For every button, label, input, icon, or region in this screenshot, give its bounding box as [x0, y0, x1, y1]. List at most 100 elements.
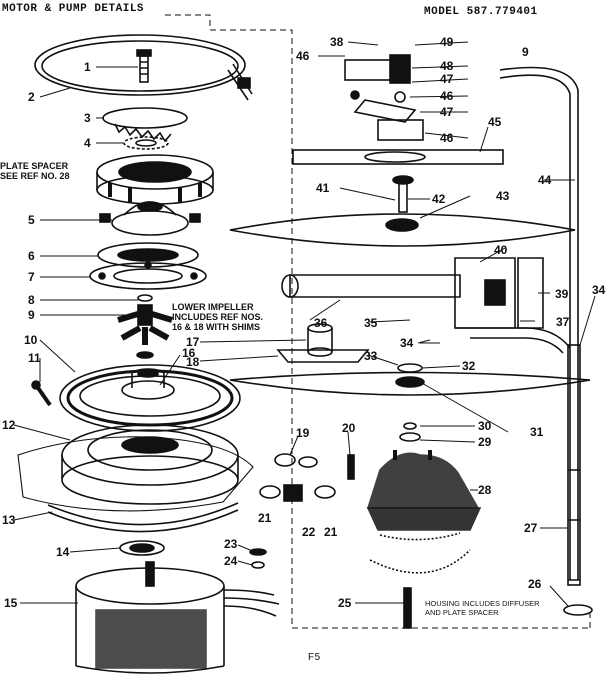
supply-tube-part-36: [281, 257, 571, 354]
gear-washer-part-4: [123, 136, 169, 150]
callout-31: 31: [530, 425, 544, 439]
plate-spacer-note-line: SEE REF NO. 28: [0, 171, 70, 181]
washer-part-30: [403, 422, 417, 430]
housing-note-line: AND PLATE SPACER: [425, 608, 499, 617]
lower-impeller-note-line: LOWER IMPELLER: [172, 302, 254, 312]
callout-9-tube: 9: [522, 45, 529, 59]
lower-impeller: [117, 304, 173, 359]
lower-impeller-note: LOWER IMPELLER INCLUDES REF NOS. 16 & 18…: [172, 302, 263, 332]
hub-part-16: [121, 368, 175, 400]
callout-29: 29: [478, 435, 492, 449]
dashed-boundary: [165, 14, 591, 629]
callout-25: 25: [338, 596, 352, 610]
washer-part-32: [397, 363, 423, 373]
bracket-part-18: [276, 349, 370, 363]
lower-impeller-note-line: 16 & 18 WITH SHIMS: [172, 322, 261, 332]
callout-5: 5: [28, 213, 35, 227]
washer-part-8: [137, 294, 153, 302]
callout-46c: 46: [440, 131, 454, 145]
lower-impeller-note-line: INCLUDES REF NOS.: [172, 312, 264, 322]
screw-part-1: [136, 49, 152, 83]
ring-part-26: [563, 604, 593, 616]
riser-tube-part-44-27: [499, 66, 581, 586]
callout-7: 7: [28, 270, 35, 284]
callout-24: 24: [224, 554, 238, 568]
plate-spacer-note-line: PLATE SPACER: [0, 161, 69, 171]
nut-part-42: [392, 175, 414, 213]
callout-22: 22: [302, 525, 316, 539]
callout-42: 42: [432, 192, 446, 206]
filter-part-17: [307, 323, 333, 357]
callout-10: 10: [24, 333, 38, 347]
bolt-part-11: [31, 380, 52, 407]
callout-36: 36: [314, 316, 328, 330]
lower-spray-arm-part-31: [229, 371, 591, 396]
callout-39: 39: [555, 287, 569, 301]
hose-clamps-part-19-21-22: [259, 453, 336, 502]
housing-note: HOUSING INCLUDES DIFFUSER AND PLATE SPAC…: [425, 599, 540, 617]
diagram-title: MOTOR & PUMP DETAILS: [2, 3, 145, 15]
strainer-part-13: [47, 502, 239, 533]
valve-part-48: [344, 54, 424, 141]
callout-34a: 34: [400, 336, 414, 350]
callout-47a: 47: [440, 72, 454, 86]
housing-note-line: HOUSING INCLUDES DIFFUSER: [425, 599, 540, 608]
callout-16: 16: [182, 346, 196, 360]
callout-37: 37: [556, 315, 570, 329]
callout-40: 40: [494, 243, 508, 257]
housing-part-28: [366, 450, 482, 574]
callout-47b: 47: [440, 105, 454, 119]
callout-8: 8: [28, 293, 35, 307]
callout-20: 20: [342, 421, 356, 435]
callout-46b: 46: [440, 89, 454, 103]
callout-30: 30: [478, 419, 492, 433]
callout-21a: 21: [258, 511, 272, 525]
callout-34b: 34: [592, 283, 606, 297]
callout-32: 32: [462, 359, 476, 373]
callout-11: 11: [28, 351, 41, 365]
hose-part-2: [34, 34, 253, 101]
callout-1: 1: [84, 60, 91, 74]
leader-lines: [13, 41, 596, 607]
callout-44: 44: [538, 173, 552, 187]
callout-15: 15: [4, 596, 18, 610]
washer-part-29: [399, 432, 421, 442]
callout-12: 12: [2, 418, 16, 432]
motor-part-15: [75, 561, 280, 674]
rail-part-45: [292, 149, 504, 165]
callout-49: 49: [440, 35, 454, 49]
callout-26: 26: [528, 577, 542, 591]
callout-23: 23: [224, 537, 238, 551]
callout-2: 2: [28, 90, 35, 104]
callout-33: 33: [364, 349, 378, 363]
callout-45: 45: [488, 115, 502, 129]
callout-labels: 1 2 3 4 5 6 7 8 9 10 11 12 13 14 15 16 1…: [2, 35, 606, 610]
gasket-part-7: [89, 261, 207, 290]
callout-35: 35: [364, 316, 378, 330]
callout-4: 4: [84, 136, 91, 150]
callout-14: 14: [56, 545, 70, 559]
callout-21b: 21: [324, 525, 338, 539]
model-number: MODEL 587.779401: [424, 6, 538, 18]
pump-base-part-12: [17, 424, 254, 512]
callout-13: 13: [2, 513, 16, 527]
callout-17: 17: [186, 335, 200, 349]
callout-43: 43: [496, 189, 510, 203]
callout-6: 6: [28, 249, 35, 263]
seal-part-14: [119, 540, 165, 556]
plate-spacer: [96, 154, 214, 205]
callout-38: 38: [330, 35, 344, 49]
page-reference: F5: [308, 652, 321, 663]
impeller-disc-part-3: [102, 107, 188, 143]
callout-27: 27: [524, 521, 538, 535]
plate-spacer-note: PLATE SPACER SEE REF NO. 28: [0, 161, 70, 181]
callout-41: 41: [316, 181, 330, 195]
callout-46a: 46: [296, 49, 310, 63]
callout-18: 18: [186, 355, 200, 369]
callout-48: 48: [440, 59, 454, 73]
callout-3: 3: [84, 111, 91, 125]
callout-9: 9: [28, 308, 35, 322]
upper-spray-arm-part-43: [229, 213, 576, 247]
callout-19: 19: [296, 426, 310, 440]
